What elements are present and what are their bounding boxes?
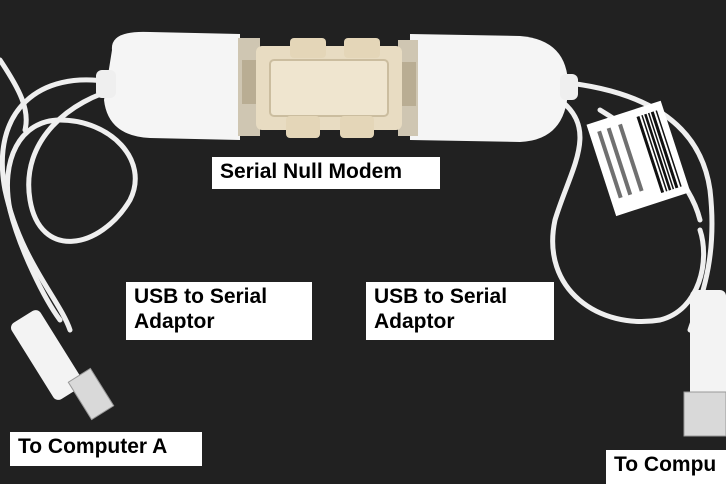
right-usb-plug (683, 290, 726, 437)
left-adaptor-label-line1: USB to Serial (134, 285, 268, 308)
null-modem-label: Serial Null Modem (212, 157, 440, 189)
left-adaptor-label: USB to Serial Adaptor (126, 282, 312, 340)
left-adaptor-label-line2: Adaptor (134, 310, 215, 333)
barcode-tag (586, 100, 691, 217)
right-adaptor-label-line1: USB to Serial (374, 285, 508, 308)
computer-a-label: To Computer A (10, 432, 202, 466)
computer-b-label: To Compu (606, 450, 726, 484)
right-adaptor-label-line2: Adaptor (374, 310, 455, 333)
left-usb-cable (0, 57, 138, 333)
left-adapter (96, 31, 240, 140)
null-modem (238, 38, 418, 138)
right-adaptor-label: USB to Serial Adaptor (366, 282, 554, 340)
left-usb-plug (11, 310, 115, 421)
right-adapter (410, 34, 578, 142)
